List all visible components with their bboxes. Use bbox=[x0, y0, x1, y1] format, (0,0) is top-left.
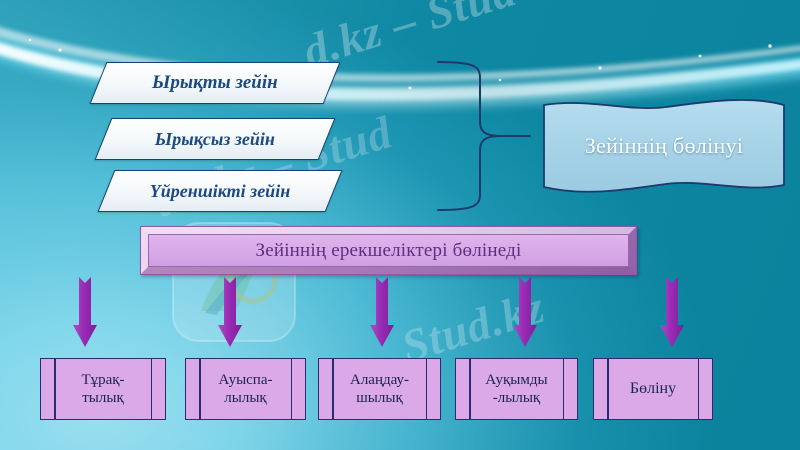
property-box-scope-label: Ауқымды -лылық bbox=[485, 371, 548, 406]
down-arrow-icon-2 bbox=[218, 277, 242, 347]
property-box-division[interactable]: Бөліну bbox=[593, 358, 713, 420]
attention-type-1[interactable]: Ырықты зейін bbox=[89, 62, 341, 104]
down-arrow-icon-5 bbox=[660, 277, 684, 347]
down-arrow-icon-4 bbox=[513, 277, 537, 347]
property-box-scope[interactable]: Ауқымды -лылық bbox=[455, 358, 578, 420]
box-divider-left bbox=[332, 359, 334, 419]
property-box-stability-label: Тұрақ- тылық bbox=[81, 371, 125, 406]
attention-type-2-label: Ырықсыз зейін bbox=[154, 128, 276, 149]
box-divider-left bbox=[607, 359, 609, 419]
box-divider-right bbox=[697, 359, 699, 419]
title-bar[interactable]: Зейіннің ерекшеліктері бөлінеді bbox=[140, 226, 637, 275]
box-divider-left bbox=[54, 359, 56, 419]
box-divider-right bbox=[150, 359, 152, 419]
attention-type-2[interactable]: Ырықсыз зейін bbox=[94, 118, 336, 160]
property-box-stability[interactable]: Тұрақ- тылық bbox=[40, 358, 166, 420]
box-divider-right bbox=[562, 359, 564, 419]
property-box-distractibility-label: Алаңдау- шылық bbox=[349, 371, 410, 406]
box-divider-right bbox=[425, 359, 427, 419]
property-box-division-label: Бөліну bbox=[629, 380, 677, 398]
box-divider-left bbox=[469, 359, 471, 419]
down-arrow-icon-1 bbox=[73, 277, 97, 347]
banner-shape-icon bbox=[543, 99, 785, 193]
property-box-switchability[interactable]: Ауыспа- лылық bbox=[185, 358, 306, 420]
attention-type-3-label: Үйреншікті зейін bbox=[149, 180, 291, 201]
attention-type-1-label: Ырықты зейін bbox=[152, 72, 278, 93]
banner-label: Зейіннің бөлінуі bbox=[584, 132, 744, 158]
attention-type-3[interactable]: Үйреншікті зейін bbox=[97, 170, 343, 212]
property-box-distractibility[interactable]: Алаңдау- шылық bbox=[318, 358, 441, 420]
title-bar-label: Зейіннің ерекшеліктері бөлінеді bbox=[255, 239, 522, 261]
title-bar-inner: Зейіннің ерекшеліктері бөлінеді bbox=[148, 234, 629, 267]
brace-connector-icon bbox=[437, 61, 531, 211]
property-box-switchability-label: Ауыспа- лылық bbox=[218, 371, 273, 406]
box-divider-right bbox=[290, 359, 292, 419]
box-divider-left bbox=[199, 359, 201, 419]
down-arrow-icon-3 bbox=[370, 277, 394, 347]
